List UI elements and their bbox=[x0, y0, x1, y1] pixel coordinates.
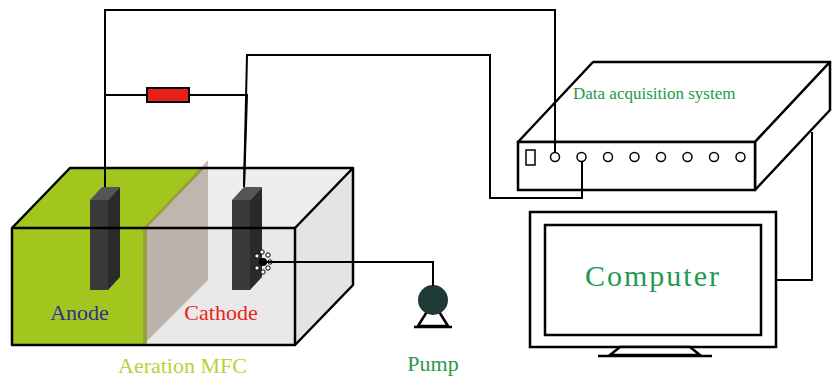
anode-chamber: Anode bbox=[12, 228, 147, 345]
anode-electrode bbox=[90, 187, 120, 290]
illustration-part bbox=[604, 153, 613, 162]
daq-box: Data acquisition system bbox=[515, 60, 831, 192]
illustration-part bbox=[232, 200, 250, 290]
device-label: Computer bbox=[530, 259, 776, 294]
resistor-wire bbox=[105, 95, 247, 187]
illustration-part bbox=[683, 153, 692, 162]
illustration-part bbox=[414, 326, 452, 329]
illustration-part bbox=[266, 266, 270, 270]
illustration-part bbox=[261, 270, 265, 274]
illustration-part bbox=[255, 266, 259, 270]
signal-wire bbox=[105, 10, 555, 187]
reactor-label: Aeration MFC bbox=[10, 353, 355, 378]
cathode-electrode bbox=[232, 187, 262, 290]
illustration-part bbox=[266, 253, 270, 257]
illustration-part bbox=[260, 250, 264, 254]
air-tube bbox=[264, 262, 433, 286]
illustration-part bbox=[736, 153, 745, 162]
illustration-part bbox=[551, 153, 560, 162]
reactor-outline bbox=[12, 168, 353, 345]
data-cable bbox=[776, 132, 812, 280]
illustration-part bbox=[108, 187, 120, 290]
illustration-part bbox=[710, 153, 719, 162]
signal-wire bbox=[244, 55, 582, 198]
cathode-chamber: Cathode bbox=[147, 228, 295, 345]
illustration-part bbox=[12, 228, 295, 345]
illustration-part bbox=[12, 228, 147, 345]
illustration-part bbox=[255, 254, 259, 258]
resistor-symbol bbox=[147, 88, 189, 102]
illustration-part bbox=[551, 153, 746, 162]
chamber-label: Anode bbox=[12, 300, 147, 325]
illustration-part bbox=[518, 142, 755, 190]
illustration-part bbox=[530, 212, 776, 347]
illustration-part bbox=[526, 150, 535, 165]
pump-label: Pump bbox=[395, 351, 471, 376]
computer-monitor bbox=[530, 212, 776, 356]
illustration-part bbox=[105, 10, 812, 286]
illustration-part bbox=[12, 168, 353, 228]
illustration-part bbox=[250, 187, 262, 290]
computer-box: Computer bbox=[530, 212, 776, 347]
illustration-part bbox=[657, 153, 666, 162]
mfc-reactor bbox=[12, 160, 353, 345]
illustration-part bbox=[598, 355, 712, 358]
illustration-part bbox=[630, 153, 639, 162]
chamber-label: Cathode bbox=[147, 300, 295, 325]
device-label: Data acquisition system bbox=[573, 84, 735, 104]
illustration-part bbox=[295, 168, 353, 345]
illustration-part bbox=[610, 347, 700, 355]
pump-node: Pump bbox=[395, 284, 471, 380]
illustration-part bbox=[577, 153, 586, 162]
reactor-node: AnodeCathodeAeration MFC bbox=[10, 165, 355, 378]
daq-device bbox=[518, 62, 830, 190]
illustration-part bbox=[755, 62, 830, 190]
illustration-part bbox=[418, 285, 448, 315]
air-pump bbox=[414, 285, 452, 327]
illustration-part bbox=[295, 168, 353, 345]
illustration-part bbox=[90, 200, 108, 290]
